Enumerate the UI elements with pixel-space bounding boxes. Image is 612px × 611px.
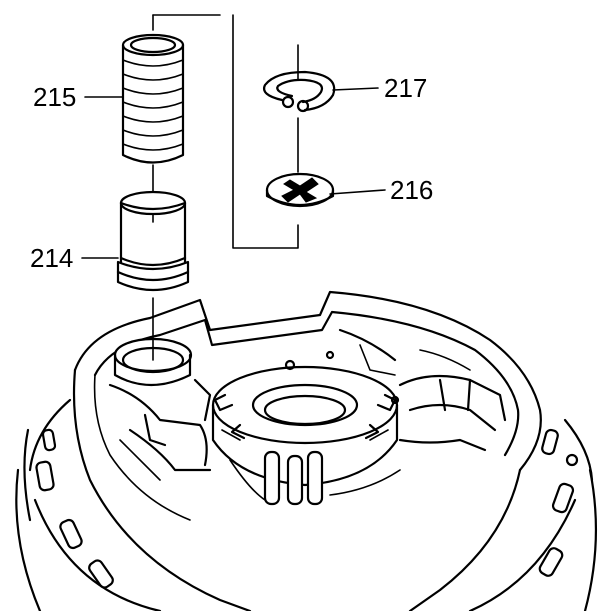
retainer-216: [265, 172, 335, 208]
callout-217: 217: [384, 73, 427, 103]
callout-215: 215: [33, 82, 76, 112]
alignment-lines: [152, 14, 299, 361]
piston-214: [116, 190, 190, 292]
callout-214: 214: [30, 243, 73, 273]
pump-housing: [15, 290, 598, 611]
leader-lines: [81, 87, 386, 259]
snap-ring-217: [263, 70, 336, 113]
spring-215: [121, 33, 185, 164]
callout-216: 216: [390, 175, 433, 205]
